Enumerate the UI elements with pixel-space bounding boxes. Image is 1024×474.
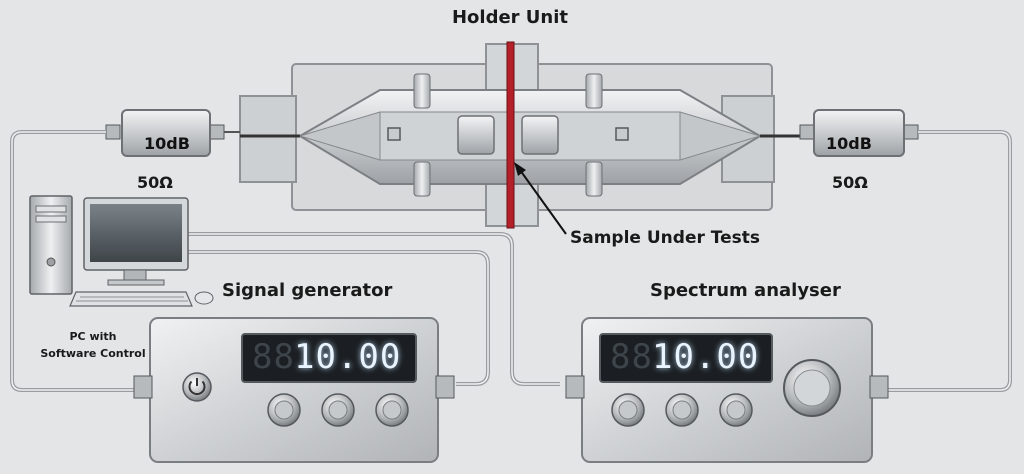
pc-label-line2: Software Control [40,347,146,360]
attenuator-left-impedance: 50Ω [137,173,173,192]
power-icon[interactable] [182,372,212,402]
sample-arrow [514,162,567,235]
attenuator-left-rating: 10dB [144,134,190,153]
attenuator-right [799,109,919,157]
siggen-buttons[interactable] [267,393,409,427]
pc-tower [29,195,73,295]
pc-monitor [83,197,189,286]
analyser-display-ghost: 88 [610,337,653,377]
attenuator-right-rating: 10dB [826,134,872,153]
signal-generator [133,317,455,463]
holder-unit-title: Holder Unit [451,7,569,28]
signal-generator-title: Signal generator [222,280,393,301]
analyser-buttons[interactable] [611,393,753,427]
siggen-display-ghost: 88 [252,337,295,377]
pc-label: PC with Software Control [28,328,158,362]
pc-keyboard [69,291,214,307]
spectrum-analyser [565,317,889,463]
siggen-display-value: 10.00 [294,337,402,377]
attenuator-left [105,109,240,157]
spectrum-analyser-title: Spectrum analyser [650,280,841,301]
analyser-display-value: 10.00 [652,337,760,377]
dial-knob-icon[interactable] [783,359,841,417]
sample-under-test [506,41,515,229]
attenuator-right-impedance: 50Ω [832,173,868,192]
sample-label: Sample Under Tests [570,228,761,248]
pc-label-line1: PC with [69,330,117,343]
holder-unit [239,43,800,227]
